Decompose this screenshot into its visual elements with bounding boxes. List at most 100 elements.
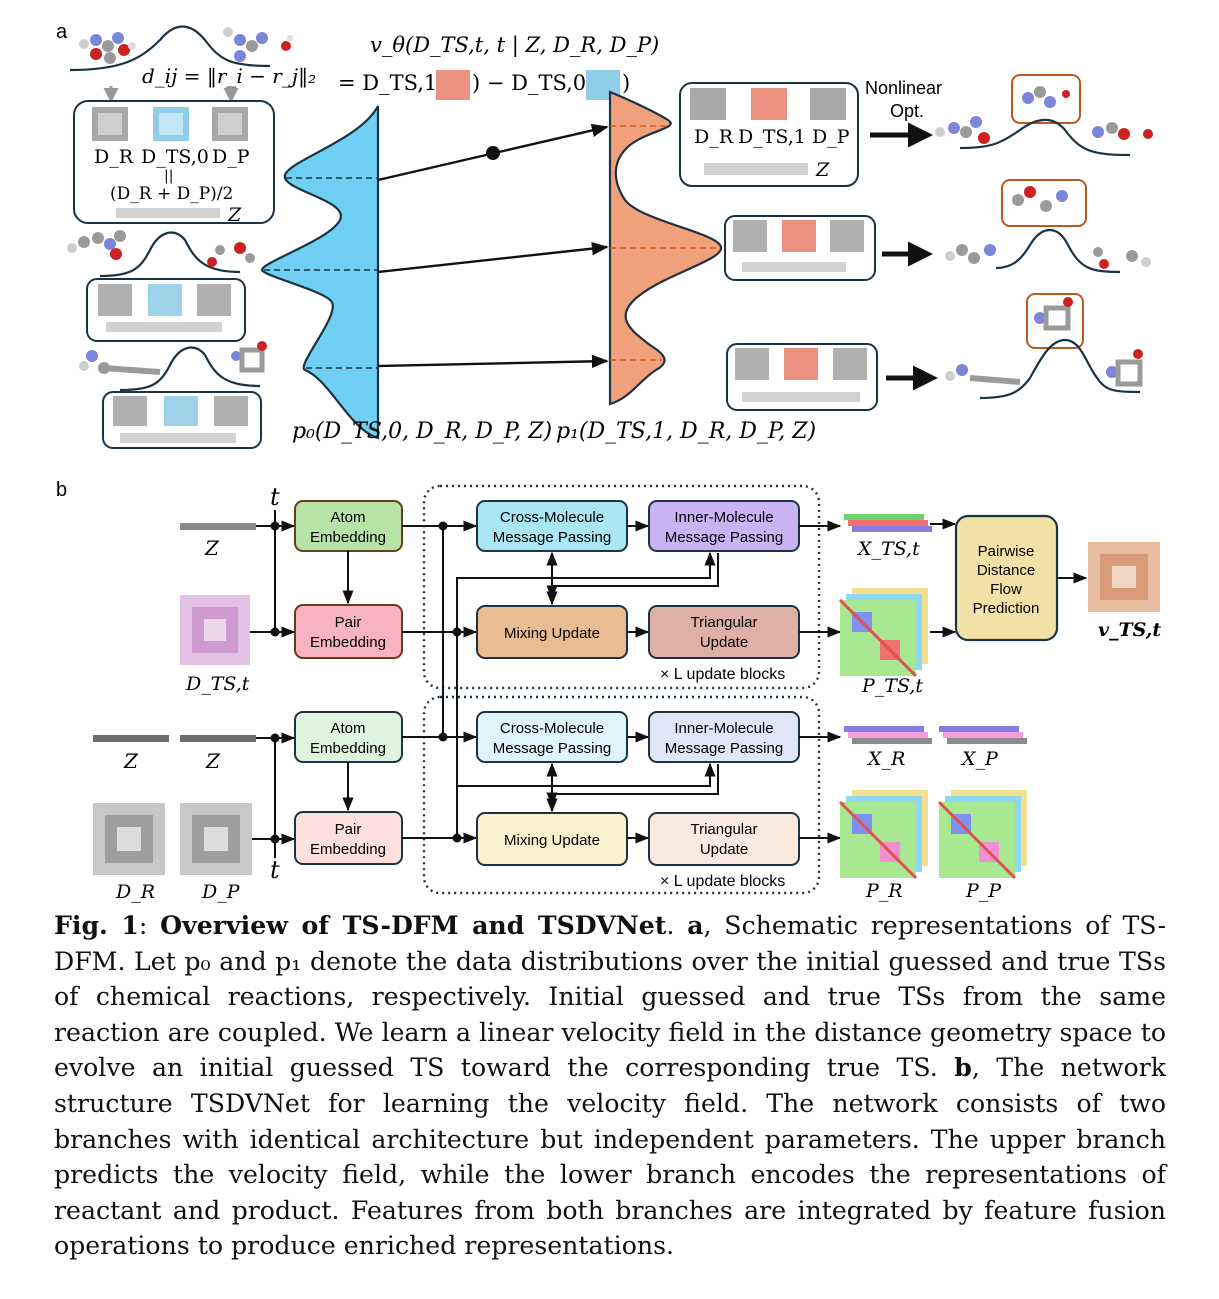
lower-junction-1 — [270, 733, 280, 743]
matrix-dts0-top — [153, 107, 189, 141]
caption-colon: : — [138, 911, 161, 940]
lower-t-label: t — [270, 856, 280, 884]
matrix-dr-right — [690, 88, 726, 120]
label-dp-right: D_P — [812, 126, 850, 148]
upper-junction-1 — [270, 521, 280, 531]
matrix-dts1-right-bottom — [784, 348, 818, 380]
lower-dr-label: D_R — [115, 881, 155, 903]
matrix-dp-right-mid — [830, 220, 864, 252]
upper-p-features — [838, 588, 928, 678]
atom-vector-right-bottom — [742, 392, 860, 402]
atom-vector-right — [704, 163, 808, 175]
molecule-reactant-3 — [79, 350, 161, 375]
lower-dp-matrix — [180, 803, 252, 875]
flow-arrow-3 — [377, 354, 609, 369]
result-product-3 — [1106, 349, 1143, 387]
lower-dp-label: D_P — [201, 881, 241, 903]
upper-dts-matrix — [180, 595, 250, 665]
panel-a-label: a — [56, 21, 68, 43]
upper-x-features — [844, 514, 932, 532]
lower-pr-features — [838, 790, 928, 880]
caption-b-label: b — [954, 1052, 972, 1083]
matrix-dts1-right — [751, 88, 787, 120]
ts-highlight-box-3 — [1026, 293, 1084, 349]
label-dr-top: D_R — [94, 146, 134, 168]
velocity-output-matrix — [1088, 542, 1160, 612]
lower-cross-mp-l2: Message Passing — [493, 740, 611, 757]
flow-point — [486, 146, 500, 160]
atom-vector-mid — [106, 322, 222, 332]
lower-dr-matrix — [93, 803, 165, 875]
nonlinear-label-line2: Opt. — [890, 101, 924, 121]
caption-a-label: a — [687, 910, 704, 940]
lower-z1-label: Z — [123, 749, 139, 773]
atom-vector-top — [116, 208, 220, 218]
result-product-1 — [1092, 122, 1153, 140]
upper-tri-l1: Triangular — [691, 614, 758, 631]
upper-exchange-b — [456, 551, 716, 632]
result-reactant-1 — [935, 116, 990, 144]
matrix-dp-right — [810, 88, 846, 120]
upper-junction-2 — [270, 627, 280, 637]
velocity-matrix-ts1 — [436, 70, 470, 100]
upper-mixing-label: Mixing Update — [504, 625, 600, 642]
lower-fusion-node-1 — [438, 732, 448, 742]
matrix-dts0-mid — [148, 284, 182, 316]
lower-xr-label: X_R — [866, 748, 905, 770]
velocity-formula-line3: ) − D_TS,0( — [472, 71, 594, 95]
matrix-dts0-bottom — [164, 396, 198, 426]
lower-pr-label: P_R — [865, 880, 903, 902]
panel-b-label: b — [56, 479, 67, 501]
ts-highlight-box-1 — [1011, 74, 1081, 124]
matrix-dr-top — [92, 107, 128, 141]
p0-label: p₀(D_TS,0, D_R, D_P, Z) — [292, 419, 552, 444]
lower-pp-label: P_P — [965, 880, 1002, 902]
lower-cross-mp-l1: Cross-Molecule — [500, 720, 604, 737]
flow-pred-l2: Distance — [977, 562, 1035, 579]
label-dts0-top: D_TS,0 — [141, 146, 209, 168]
lower-tri-l2: Update — [700, 841, 748, 858]
p0-distribution — [260, 105, 380, 440]
lower-pp-features — [937, 790, 1027, 880]
reaction-curve-2 — [99, 231, 241, 278]
lower-inner-mp-l1: Inner-Molecule — [674, 720, 773, 737]
matrix-dp-mid — [197, 284, 231, 316]
lower-xp-label: X_P — [960, 748, 999, 770]
flow-pred-l1: Pairwise — [978, 543, 1035, 560]
label-z-top: Z — [227, 204, 242, 226]
molecule-reactant-1 — [79, 32, 136, 64]
p1-label: p₁(D_TS,1, D_R, D_P, Z) — [556, 419, 816, 444]
figure-caption: Fig. 1: Overview of TS-DFM and TSDVNet. … — [54, 910, 1166, 1261]
matrix-dr-bottom — [113, 396, 147, 426]
caption-text-a: , Schematic representations of TS-DFM. L… — [54, 911, 1166, 1083]
matrix-dr-right-bottom — [735, 348, 769, 380]
upper-exchange-c — [546, 553, 719, 606]
caption-fig-label: Fig. 1 — [54, 910, 139, 940]
label-dts1-right: D_TS,1 — [738, 126, 806, 148]
lower-blocks-label: × L update blocks — [660, 873, 785, 890]
ts-molecule-3 — [1034, 297, 1073, 331]
flow-arrow-2 — [377, 241, 609, 274]
reaction-curve-1 — [69, 25, 271, 72]
matrix-dp-top — [212, 107, 248, 141]
nonlinear-label-line1: Nonlinear — [865, 78, 942, 98]
result-product-2 — [1093, 247, 1151, 269]
result-reactant-3 — [945, 364, 1021, 385]
label-average: (D_R + D_P)/2 — [110, 184, 233, 204]
lower-z2-label: Z — [205, 749, 221, 773]
lower-tri-l1: Triangular — [691, 821, 758, 838]
label-dp-top: D_P — [212, 146, 250, 168]
lower-mixing-label: Mixing Update — [504, 832, 600, 849]
velocity-formula-line4: ) — [622, 71, 630, 95]
lower-exchange-c — [546, 764, 719, 813]
lower-pair-embedding-l1: Pair — [335, 821, 362, 838]
upper-x-label: X_TS,t — [856, 538, 920, 560]
figure-canvas: a d_ij = ‖r_i − r_j‖₂ D_R D_TS,0 D_P || … — [56, 21, 1161, 903]
atom-vector-bottom — [120, 433, 236, 443]
matrix-dr-right-mid — [733, 220, 767, 252]
reaction-curve-3 — [119, 346, 261, 392]
upper-z-vector — [180, 523, 256, 530]
upper-p-label: P_TS,t — [861, 675, 923, 697]
update-block-group-upper — [422, 484, 821, 690]
molecule-product-3 — [231, 341, 267, 373]
